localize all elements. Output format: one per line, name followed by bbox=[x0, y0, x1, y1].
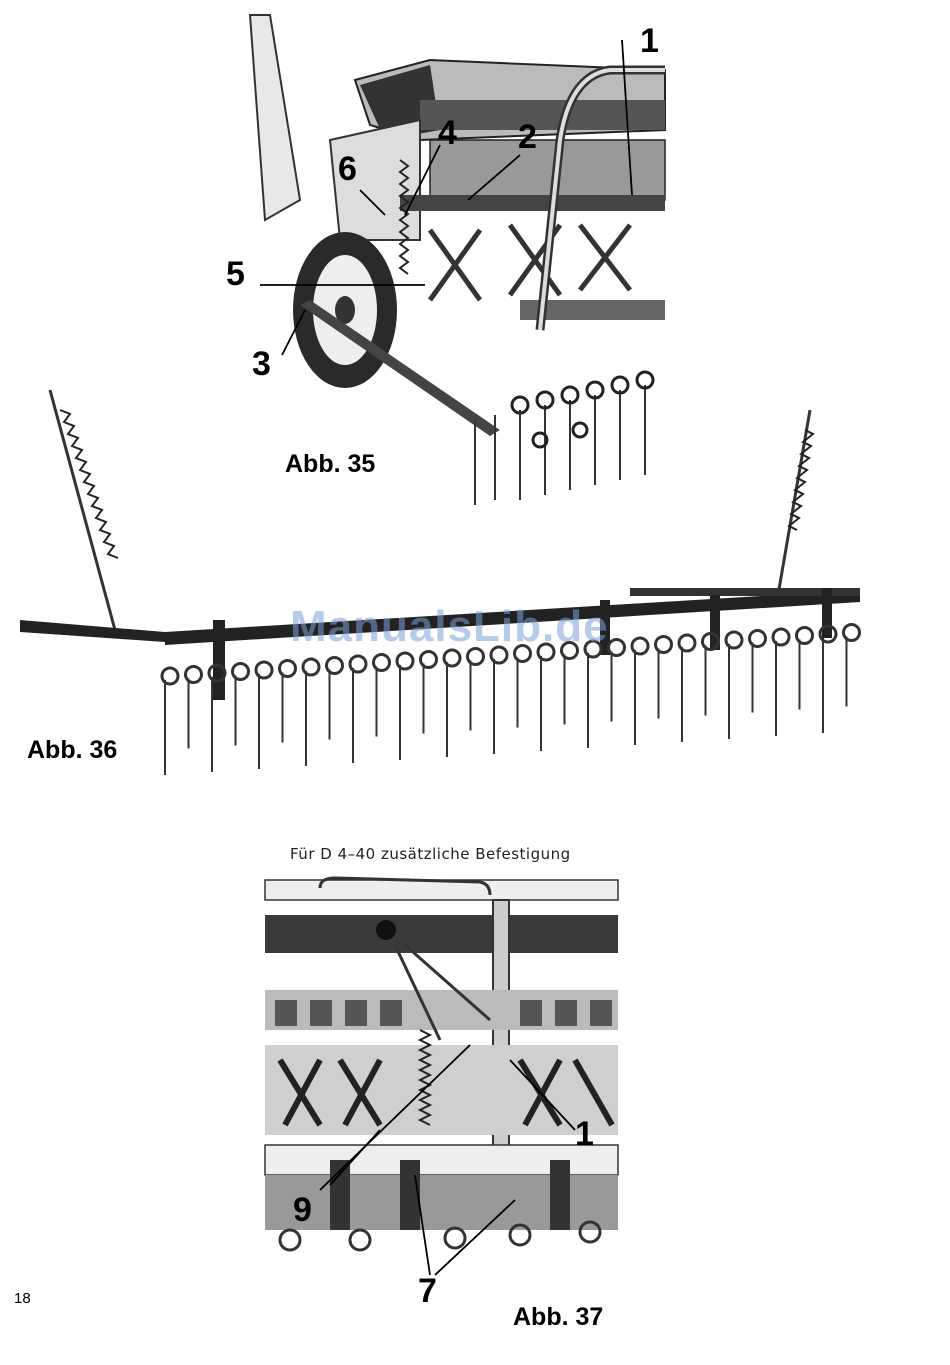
callout-9: 9 bbox=[293, 1193, 312, 1227]
page-number: 18 bbox=[14, 1290, 31, 1307]
callout-1: 1 bbox=[575, 1117, 594, 1151]
figure-37-caption: Abb. 37 bbox=[513, 1305, 603, 1330]
callout-7: 7 bbox=[418, 1274, 437, 1308]
